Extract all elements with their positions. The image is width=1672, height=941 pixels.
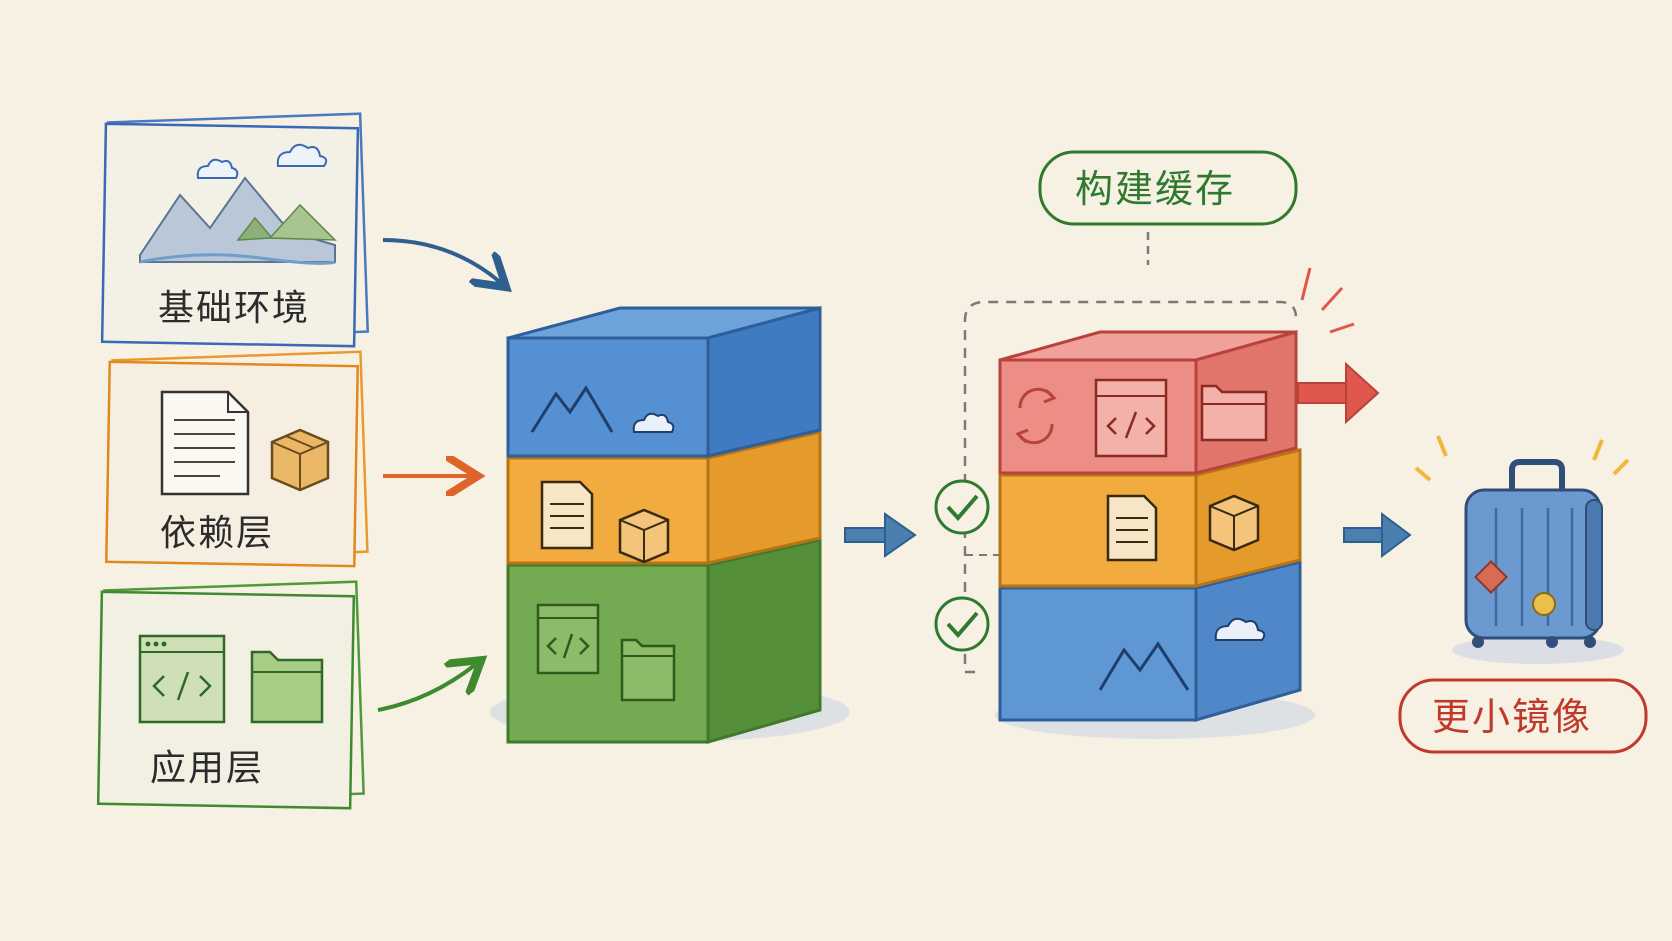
document-icon [160, 390, 250, 496]
folder-icon [1200, 384, 1268, 442]
base-env-card: 基础环境 [100, 112, 370, 348]
arrow-cache-to-image [1343, 512, 1412, 558]
build-cache-label: 构建缓存 [1075, 167, 1235, 211]
check-icon [934, 479, 990, 535]
code-window-icon [536, 603, 600, 675]
stack-base-layer [506, 306, 822, 458]
package-box-icon [618, 508, 670, 564]
dependency-label: 依赖层 [160, 513, 274, 554]
smaller-image-pill: 更小镜像 [1398, 678, 1648, 754]
arrow-base-to-stack [382, 238, 500, 282]
mountain-icon [139, 176, 337, 265]
cache-app-layer-changed [998, 330, 1298, 475]
mountain-icon [1098, 641, 1190, 691]
code-window-icon [1094, 378, 1168, 458]
code-window-icon [138, 634, 226, 724]
refresh-icon [1015, 387, 1057, 445]
changed-layer-arrow [1297, 267, 1380, 425]
app-card: 应用层 [96, 580, 365, 810]
cloud-icon [196, 143, 328, 179]
dependency-card: 依赖层 [105, 350, 369, 568]
suitcase-icon [1414, 435, 1630, 664]
package-box-icon [270, 428, 330, 492]
check-icon [934, 596, 990, 652]
cache-base-layer [998, 560, 1302, 722]
arrow-stack-to-cache [844, 512, 917, 558]
base-env-label: 基础环境 [158, 288, 310, 329]
cloud-icon [1214, 617, 1266, 641]
cloud-icon [632, 412, 675, 433]
app-label: 应用层 [150, 748, 264, 789]
smaller-image-label: 更小镜像 [1432, 695, 1592, 739]
arrow-app-to-stack [377, 665, 475, 712]
build-cache-pill: 构建缓存 [1038, 150, 1298, 226]
package-box-icon [1208, 494, 1260, 552]
stack-app-layer [506, 538, 822, 744]
document-icon [1106, 494, 1158, 562]
document-icon [540, 480, 594, 550]
cache-dashed-bracket [963, 300, 1298, 674]
mountain-icon [530, 385, 614, 433]
folder-icon [620, 638, 676, 702]
folder-icon [250, 650, 324, 724]
